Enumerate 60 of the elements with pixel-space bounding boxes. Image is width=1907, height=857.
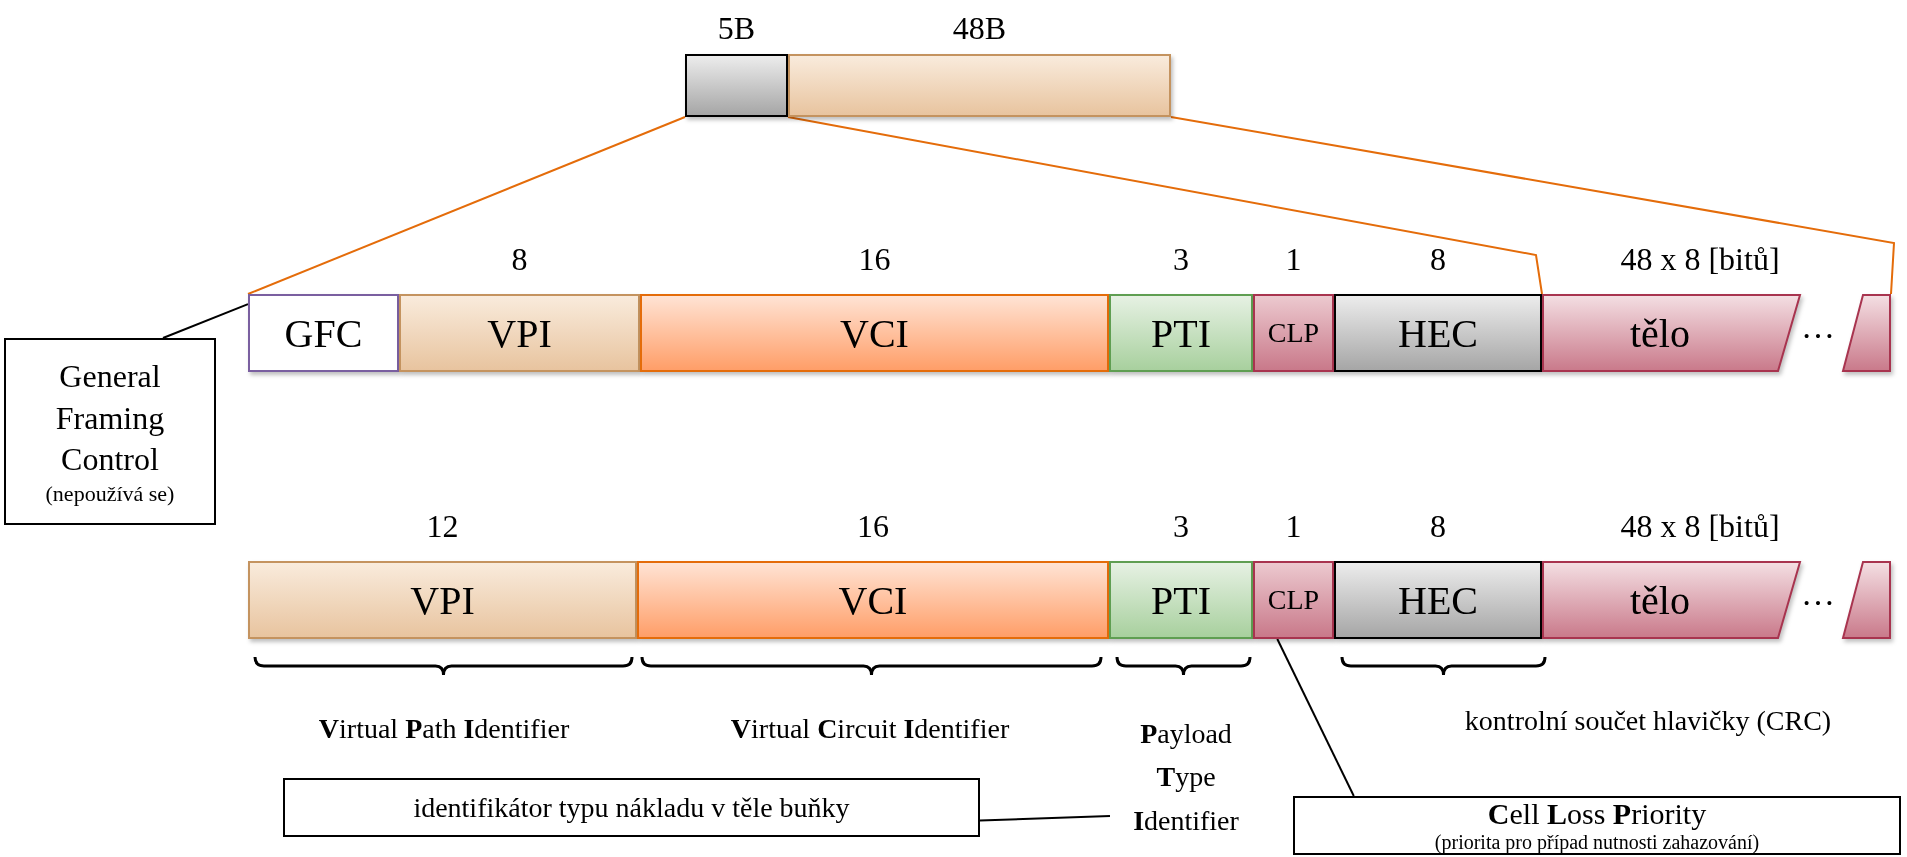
- bit-count-label: 12: [426, 508, 459, 545]
- header-field: [1334, 561, 1542, 639]
- zoom-line: [247, 116, 686, 295]
- field-label: tělo: [1629, 309, 1691, 357]
- bit-count-label: 16: [858, 241, 891, 278]
- note-box: [283, 778, 980, 837]
- callout-title: General Framing Control: [54, 356, 166, 480]
- zoom-line: [787, 116, 1543, 295]
- ellipsis: …: [1801, 575, 1835, 613]
- field-label: VCI: [840, 309, 909, 357]
- bit-count-label: 48 x 8 [bitů]: [1620, 241, 1780, 278]
- pti-field: [1109, 561, 1253, 639]
- callout-box: [4, 338, 216, 525]
- bit-count-label: 48 x 8 [bitů]: [1620, 508, 1780, 545]
- note-text: identifikátor typu nákladu v těle buňky: [413, 791, 850, 824]
- field-label: VPI: [487, 309, 552, 357]
- clp-field: [1253, 294, 1334, 372]
- bit-count-label: 8: [1430, 508, 1446, 545]
- callout-title: Cell Loss Priority: [1487, 797, 1707, 830]
- vci-field: [640, 294, 1109, 372]
- size-label: 48B: [951, 10, 1008, 47]
- field-label: GFC: [284, 309, 363, 357]
- pti-field: [1109, 294, 1253, 372]
- bit-count-label: 16: [857, 508, 889, 545]
- bit-count-label: 1: [1285, 508, 1302, 545]
- callout-note: (priorita pro případ nutnosti zahazování): [1434, 830, 1760, 854]
- field-label: PTI: [1151, 576, 1211, 624]
- field-label: CLP: [1267, 584, 1320, 616]
- field-description: Virtual Circuit Identifier: [730, 713, 1010, 745]
- size-label: 5B: [716, 10, 757, 47]
- field-label: PTI: [1151, 309, 1211, 357]
- gfc-field: [248, 294, 399, 372]
- field-description: Payload Type Identifier: [1132, 717, 1240, 838]
- clp-field: [1253, 561, 1334, 639]
- field-label: HEC: [1398, 309, 1478, 357]
- hec-field: [1334, 294, 1542, 372]
- leader-line: [1276, 638, 1355, 797]
- payload-field: [1542, 294, 1891, 372]
- zoom-line: [1170, 116, 1896, 295]
- payload-field: [1542, 561, 1891, 639]
- field-description: kontrolní součet hlavičky (CRC): [1464, 705, 1832, 737]
- field-description: Virtual Path Identifier: [318, 713, 570, 745]
- field-label: CLP: [1267, 317, 1320, 349]
- callout-note: (nepoužívá se): [45, 480, 175, 508]
- bit-count-label: 3: [1173, 508, 1189, 545]
- bit-count-label: 3: [1173, 241, 1189, 278]
- bit-count-label: 8: [511, 241, 528, 278]
- field-label: VPI: [410, 576, 475, 624]
- bit-count-label: 8: [1430, 241, 1446, 278]
- vpi-field: [248, 561, 637, 639]
- field-label: VCI: [838, 576, 908, 624]
- bit-count-label: 1: [1285, 241, 1302, 278]
- field-label: tělo: [1629, 576, 1691, 624]
- ellipsis: …: [1801, 308, 1835, 346]
- leader-line: [979, 815, 1111, 822]
- field-label: HEC: [1398, 576, 1478, 624]
- vpi-field: [399, 294, 640, 372]
- callout-box: [1293, 796, 1901, 855]
- leader-line: [162, 303, 249, 339]
- vci-field: [637, 561, 1109, 639]
